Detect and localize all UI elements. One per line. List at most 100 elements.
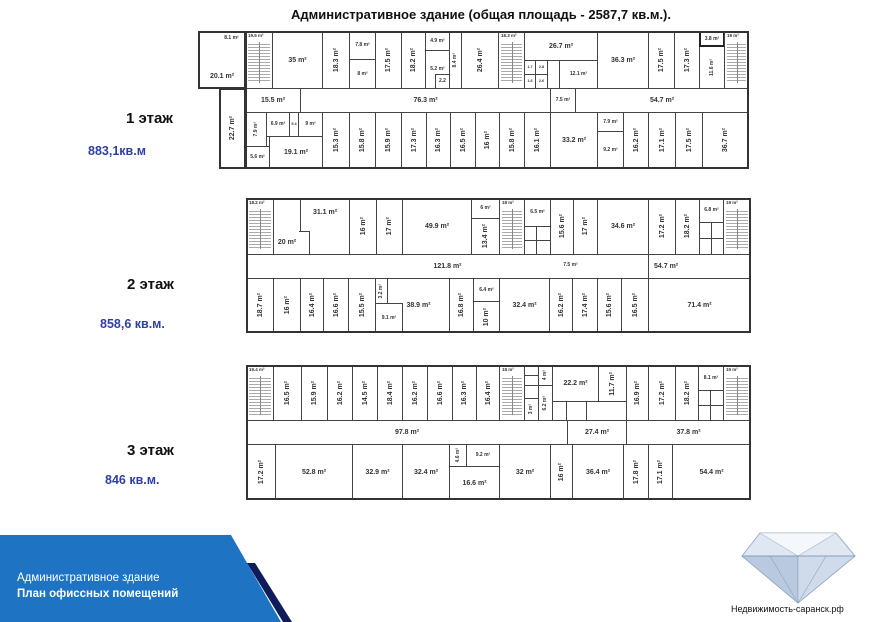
room-area: 6.9 m² <box>270 121 286 127</box>
room: 18.2 m² <box>675 365 699 421</box>
room-area: 97.8 m² <box>394 429 420 436</box>
room-area: 76.3 m² <box>413 97 438 104</box>
room-area: 8.1 m² <box>703 374 719 381</box>
room: 32.4 m² <box>402 444 450 500</box>
room-area: 37.8 m² <box>676 429 701 436</box>
stairwell: 19 m² <box>724 31 749 89</box>
banner-accent-stripe <box>247 563 292 622</box>
room-area: 31.1 m² <box>312 209 338 216</box>
room-area: 7.5 m² <box>555 97 571 103</box>
room-area: 32.9 m² <box>365 468 390 476</box>
floor-3-area: 846 кв.м. <box>105 473 160 487</box>
room-area: 32.4 m² <box>413 468 439 476</box>
room-area: 22.2 m² <box>563 380 588 387</box>
room-area-label: 7.5 m² <box>555 258 586 273</box>
room: 13.4 m² <box>471 218 500 255</box>
diamond-logo <box>741 532 856 604</box>
room: 9.1 m² <box>375 303 403 333</box>
room-area: 19 m² <box>727 33 739 38</box>
room: 16 m² <box>273 278 301 333</box>
room: 15.6 m² <box>597 278 622 333</box>
room-area: 5.6 m² <box>250 154 265 160</box>
room-area: 34.6 m² <box>610 223 636 230</box>
room: 15.5 m² <box>348 278 376 333</box>
room: 32.4 m² <box>499 278 550 333</box>
room-area: 6.5 m² <box>530 209 545 215</box>
room-area: 19 m² <box>726 200 738 205</box>
room: 17.5 m² <box>675 112 703 169</box>
room-area: 27.4 m² <box>584 429 610 436</box>
room-area: 1.7 <box>527 64 533 69</box>
room: 54.7 m² <box>575 88 749 113</box>
floor-2-label: 2 этаж <box>127 276 174 293</box>
banner-shape <box>0 535 281 622</box>
floor-1-label: 1 этаж <box>126 110 173 127</box>
room-area: 2.8 <box>538 64 545 69</box>
room-area: 9.1 m² <box>381 314 397 321</box>
room-area: 19.4 m² <box>249 367 265 372</box>
room-area: 5.4 <box>291 121 297 126</box>
room: 22.2 m² <box>552 365 599 402</box>
room-area: 15.5 m² <box>260 97 286 104</box>
room: 36.4 m² <box>572 444 624 500</box>
room-area: 32 m² <box>515 468 535 476</box>
room: 9.2 m² <box>597 131 624 169</box>
floor-2-area: 858,6 кв.м. <box>100 317 165 331</box>
room-area: 19 m² <box>726 367 738 372</box>
room-area: 4.9 m² <box>430 37 445 44</box>
room: 97.8 m² <box>246 420 568 445</box>
room-area: 6 m² <box>480 205 491 211</box>
room-area: 19.1 m² <box>283 149 309 156</box>
room: 6.4 m² <box>473 278 500 302</box>
room-area: 49.9 m² <box>424 223 450 230</box>
banner-subtitle: Административное здание <box>17 572 160 584</box>
room-area: 2.6 <box>538 78 545 83</box>
room: 22.7 m² <box>219 88 246 169</box>
room: 20.1 m² <box>198 31 246 89</box>
room-cell <box>299 231 310 254</box>
room-area: 18.2 m² <box>249 200 265 205</box>
room: 121.8 m² <box>246 254 649 279</box>
room: 16 m² <box>349 198 377 255</box>
room-area: 6.4 m² <box>479 286 494 293</box>
site-name: Недвижимость-саранск.рф <box>731 604 844 614</box>
page-title: Административное здание (общая площадь -… <box>290 7 671 22</box>
room-area: 6.8 m² <box>704 207 719 213</box>
room: 54.4 m² <box>672 444 751 500</box>
room-area: 54.7 m² <box>649 97 675 104</box>
room-area: 38.9 m² <box>406 302 431 309</box>
room-area: 5.2 m² <box>430 66 445 72</box>
room-area: 9.2 m² <box>603 146 618 153</box>
room-area: 52.8 m² <box>301 468 327 476</box>
room-area: 19.5 m² <box>248 33 264 38</box>
room-area: 121.8 m² <box>433 263 462 270</box>
floor-3-label: 3 этаж <box>127 442 174 459</box>
room-area: 9 m² <box>305 121 316 127</box>
room-area: 26.7 m² <box>548 42 574 50</box>
room-area: 12.1 m² <box>569 71 588 77</box>
room-area: 1.6 <box>527 78 533 83</box>
room: 16.6 m² <box>449 466 500 500</box>
room: 7.8 m² <box>349 31 376 60</box>
banner-title: План офиссных помещений <box>17 588 179 600</box>
room: 16.6 m² <box>323 278 349 333</box>
room-area: 36.3 m² <box>610 56 636 64</box>
room: 52.8 m² <box>275 444 353 500</box>
room-area: 16.6 m² <box>462 479 487 487</box>
room: 34.6 m² <box>597 198 649 255</box>
room-area: 20 m² <box>277 239 297 246</box>
room-area: 35 m² <box>288 56 307 64</box>
room-area: 36.4 m² <box>585 468 611 476</box>
room-area: 8.1 m² <box>224 35 239 41</box>
room: 18.3 m² <box>322 31 350 89</box>
room-area: 7.8 m² <box>355 42 370 48</box>
room: 16.2 m² <box>327 365 353 421</box>
room: 16.5 m² <box>273 365 302 421</box>
room-area: 18 m² <box>502 200 514 205</box>
room: 36.7 m² <box>702 112 749 169</box>
room-area: 54.4 m² <box>699 468 724 476</box>
room: 19.1 m² <box>269 136 323 169</box>
room-area: 9.2 m² <box>475 452 491 458</box>
room-area: 33.2 m² <box>561 137 587 144</box>
